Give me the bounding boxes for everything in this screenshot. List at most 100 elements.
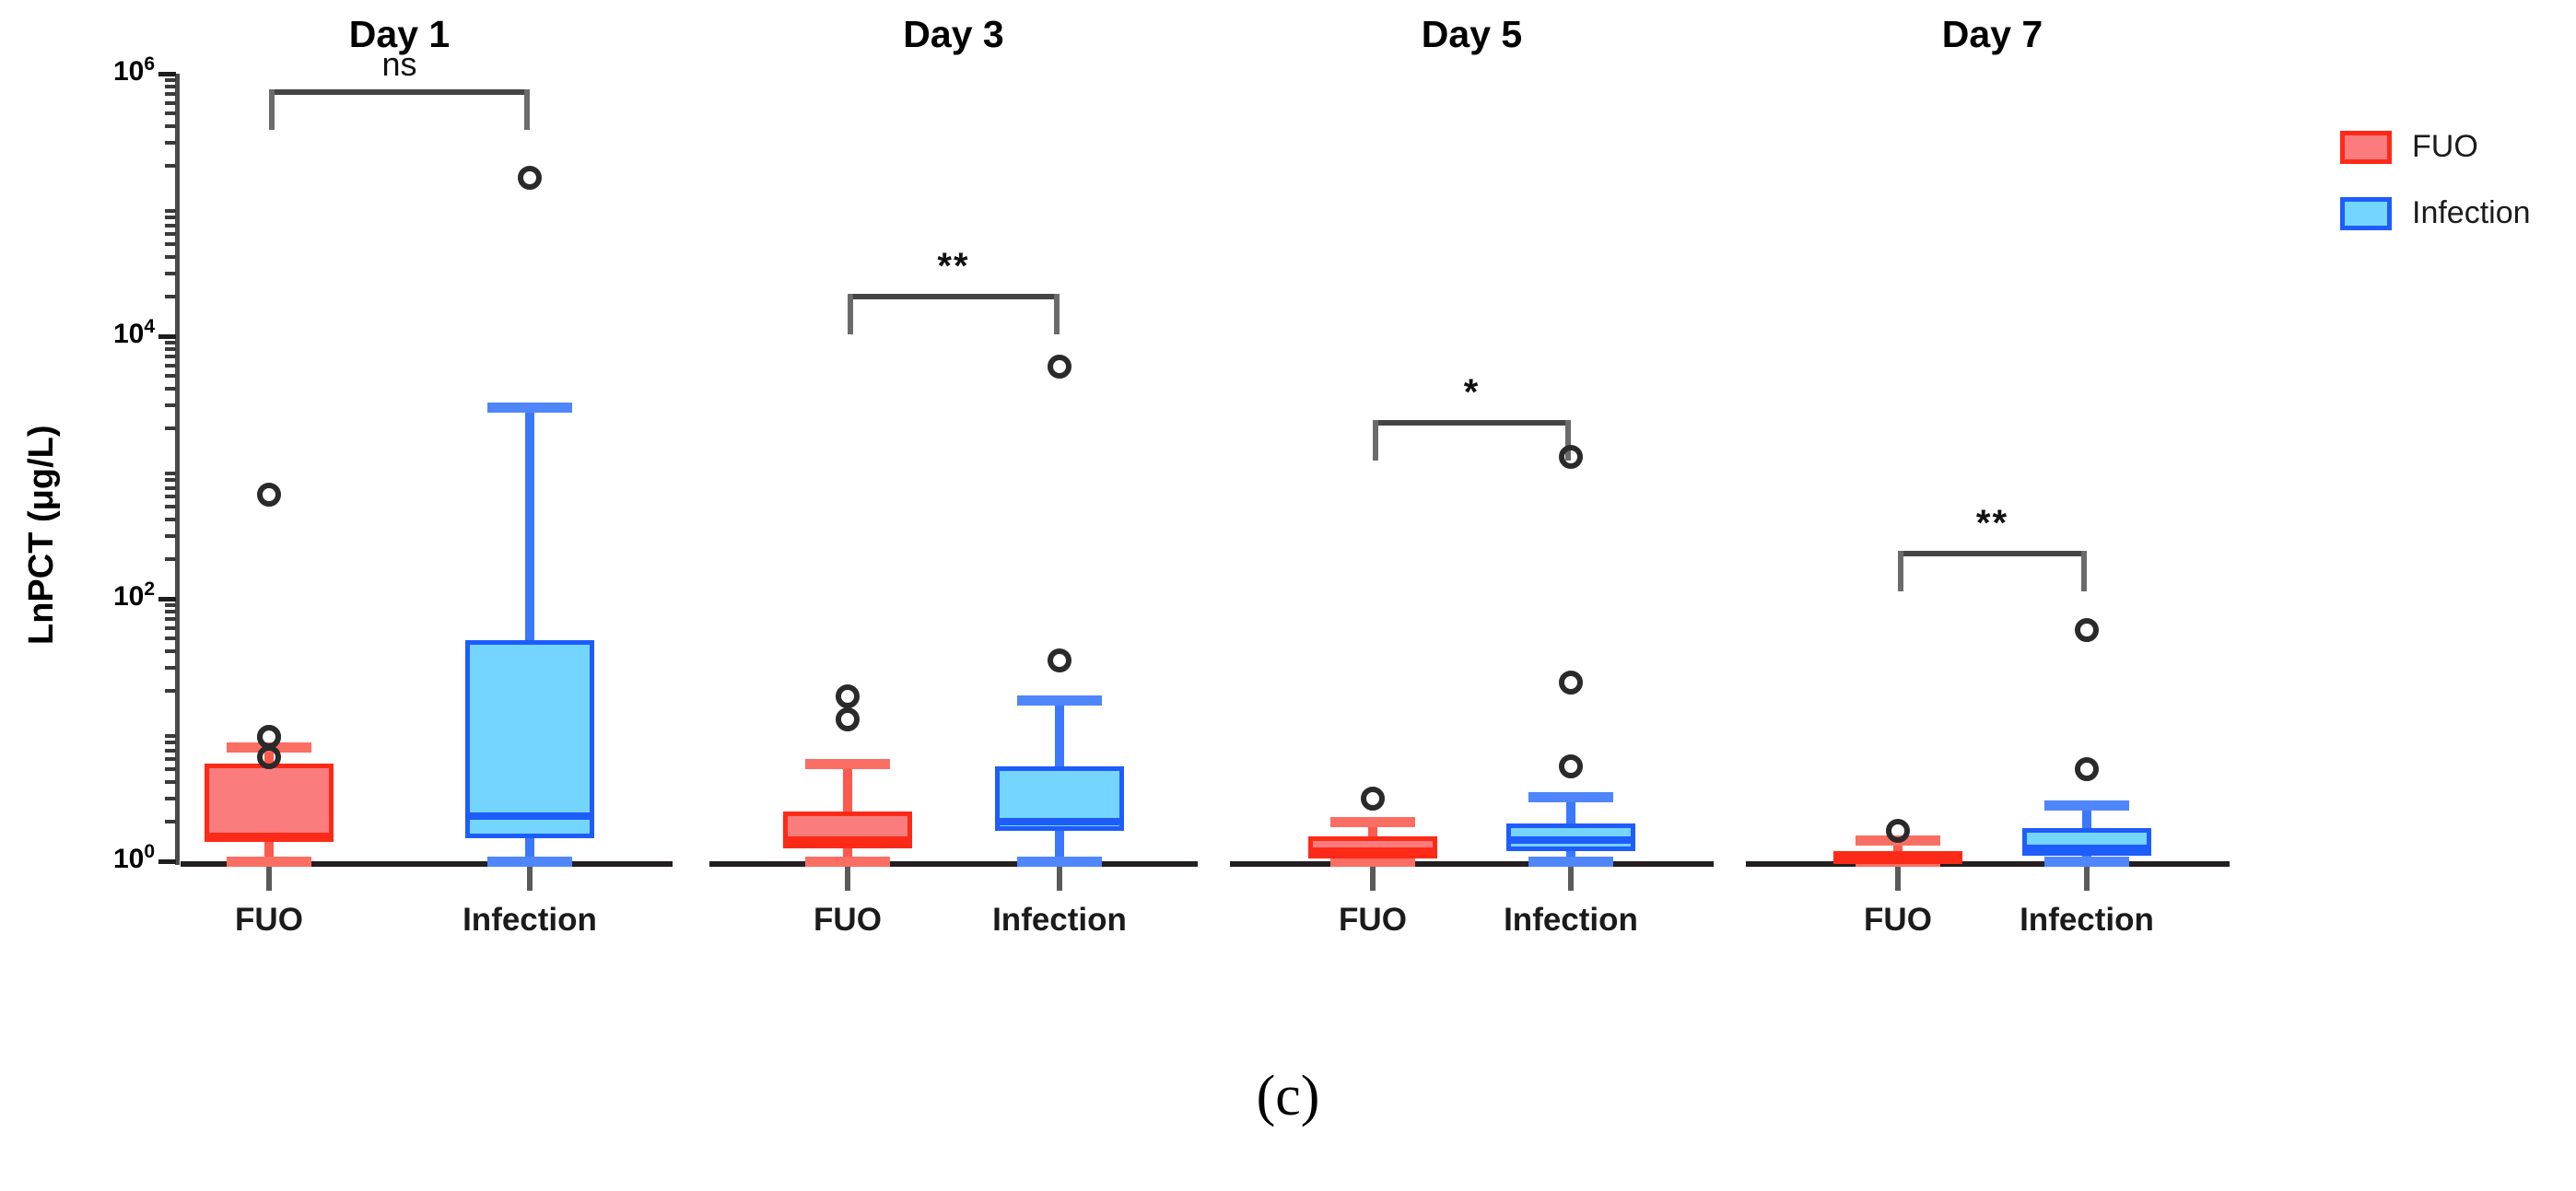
x-axis-tick (1370, 867, 1376, 891)
y-minor-tick (165, 665, 176, 670)
y-minor-tick (165, 472, 176, 476)
x-axis-tick (1895, 867, 1901, 891)
legend-label: Infection (2412, 195, 2531, 230)
whisker-cap-lower (227, 857, 311, 867)
outlier-point (257, 725, 281, 750)
legend-swatch (2340, 196, 2392, 230)
y-minor-tick (165, 92, 176, 97)
median-line (1506, 836, 1635, 844)
y-minor-tick (165, 797, 176, 800)
bracket-left-leg (848, 294, 853, 335)
outlier-point (1559, 753, 1583, 778)
y-tick-label: 100 (112, 841, 155, 874)
whisker-lower (843, 848, 852, 861)
whisker-cap-lower (1017, 857, 1102, 867)
x-axis-category-label: Infection (2020, 902, 2154, 938)
y-minor-tick (165, 140, 176, 145)
whisker-cap-upper (487, 402, 572, 413)
y-minor-tick (165, 223, 176, 228)
bracket-left-leg (1898, 551, 1903, 592)
panel-title-day: Day 3 (903, 13, 1004, 55)
whisker-lower (264, 842, 274, 861)
y-minor-tick (165, 485, 176, 490)
y-minor-tick (165, 688, 176, 693)
bracket-left-leg (269, 88, 275, 130)
median-line (465, 812, 594, 821)
y-minor-tick (165, 505, 176, 509)
y-minor-tick (165, 123, 176, 128)
median-line (1308, 847, 1437, 855)
significance-bracket (1898, 551, 2087, 592)
whisker-cap-upper (805, 759, 890, 770)
x-axis-category-label: FUO (1339, 902, 1407, 938)
whisker-upper (525, 406, 534, 641)
whisker-cap-upper (2044, 800, 2129, 811)
x-axis-category-label: Infection (1504, 902, 1638, 938)
whisker-lower (525, 837, 534, 861)
y-minor-tick (165, 820, 176, 824)
x-axis-tick (2084, 867, 2090, 891)
whisker-lower (1055, 831, 1064, 861)
x-axis-tick (1568, 867, 1574, 891)
median-line (1833, 852, 1962, 860)
y-minor-tick (165, 757, 176, 762)
y-minor-tick (165, 617, 176, 622)
outlier-point (2075, 757, 2099, 782)
y-minor-tick (165, 767, 176, 772)
median-line (2022, 845, 2151, 853)
whisker-upper (1368, 822, 1377, 836)
significance-label: ** (1975, 503, 2009, 544)
y-tick-label: 106 (112, 53, 155, 87)
bracket-right-leg (1054, 294, 1060, 335)
significance-bracket (269, 88, 530, 130)
bracket-right-leg (2081, 551, 2087, 592)
y-major-tick (158, 334, 176, 339)
median-line (995, 818, 1124, 826)
x-axis-category-label: FUO (235, 902, 303, 938)
whisker-upper (2082, 804, 2091, 828)
x-axis-tick (527, 867, 533, 891)
y-minor-tick (165, 534, 176, 538)
y-minor-tick (165, 163, 176, 168)
y-minor-tick (165, 518, 176, 522)
legend-item[interactable]: Infection (2340, 195, 2531, 231)
y-minor-tick (165, 748, 176, 753)
panel-baseline (1230, 861, 1714, 867)
bracket-top-bar (1373, 419, 1571, 426)
y-minor-tick (165, 209, 176, 214)
panel-baseline (709, 861, 1198, 867)
outlier-point (836, 684, 860, 709)
y-major-tick (158, 72, 176, 76)
x-axis-tick (845, 867, 850, 891)
y-minor-tick (165, 363, 176, 368)
outlier-point (257, 483, 281, 508)
y-minor-tick (165, 77, 176, 82)
x-axis-tick (266, 867, 272, 891)
outlier-point (2075, 617, 2099, 642)
y-minor-tick (165, 216, 176, 220)
whisker-cap-lower (1528, 857, 1613, 867)
outlier-point (836, 707, 860, 732)
legend-item[interactable]: FUO (2340, 129, 2478, 165)
median-line (783, 836, 912, 844)
y-tick-label: 102 (112, 578, 155, 612)
y-tick-label: 104 (112, 316, 155, 349)
y-minor-tick (165, 648, 176, 653)
whisker-cap-lower (1330, 857, 1415, 867)
y-minor-tick (165, 602, 176, 607)
outlier-point (1048, 648, 1071, 672)
x-axis-category-label: FUO (1864, 902, 1932, 938)
y-minor-tick (165, 780, 176, 785)
y-minor-tick (165, 426, 176, 430)
box-fuo (205, 764, 334, 843)
whisker-cap-lower (805, 857, 890, 867)
whisker-upper (1055, 699, 1064, 766)
box-inf (465, 640, 594, 838)
y-minor-tick (165, 84, 176, 88)
x-axis-category-label: FUO (814, 902, 882, 938)
panel-baseline (181, 861, 673, 867)
outlier-point (1886, 819, 1910, 844)
whisker-upper (843, 764, 852, 812)
bracket-top-bar (269, 88, 530, 95)
x-axis-category-label: Infection (463, 902, 597, 938)
